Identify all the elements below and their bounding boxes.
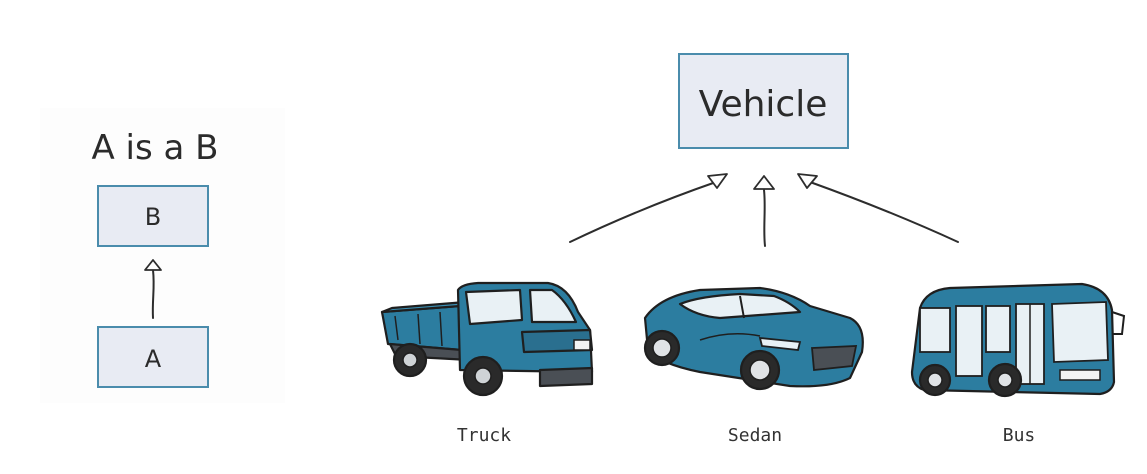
vehicle-label: Vehicle	[699, 84, 828, 125]
sedan-icon	[643, 286, 864, 391]
bus-icon	[910, 282, 1126, 398]
sedan-label: Sedan	[728, 425, 782, 446]
vehicle-box	[678, 53, 849, 149]
sedan-to-vehicle-arrow-line	[763, 189, 766, 247]
a-to-b-arrow-line	[151, 269, 155, 319]
truck-to-vehicle-arrowhead	[707, 173, 728, 189]
truck-to-vehicle-arrow-line	[569, 181, 717, 243]
bus-to-vehicle-arrowhead	[797, 173, 818, 189]
bus-to-vehicle-arrow-line	[809, 181, 959, 243]
box-a-label: A	[145, 345, 162, 373]
truck-icon	[380, 281, 594, 397]
a-to-b-arrowhead	[144, 259, 162, 271]
bus-label: Bus	[1003, 425, 1036, 446]
sedan-to-vehicle-arrowhead	[753, 175, 775, 190]
box-a	[97, 326, 209, 388]
left-caption: A is a B	[91, 128, 218, 168]
box-b-label: B	[145, 203, 161, 231]
truck-label: Truck	[457, 425, 511, 446]
box-b	[97, 185, 209, 247]
